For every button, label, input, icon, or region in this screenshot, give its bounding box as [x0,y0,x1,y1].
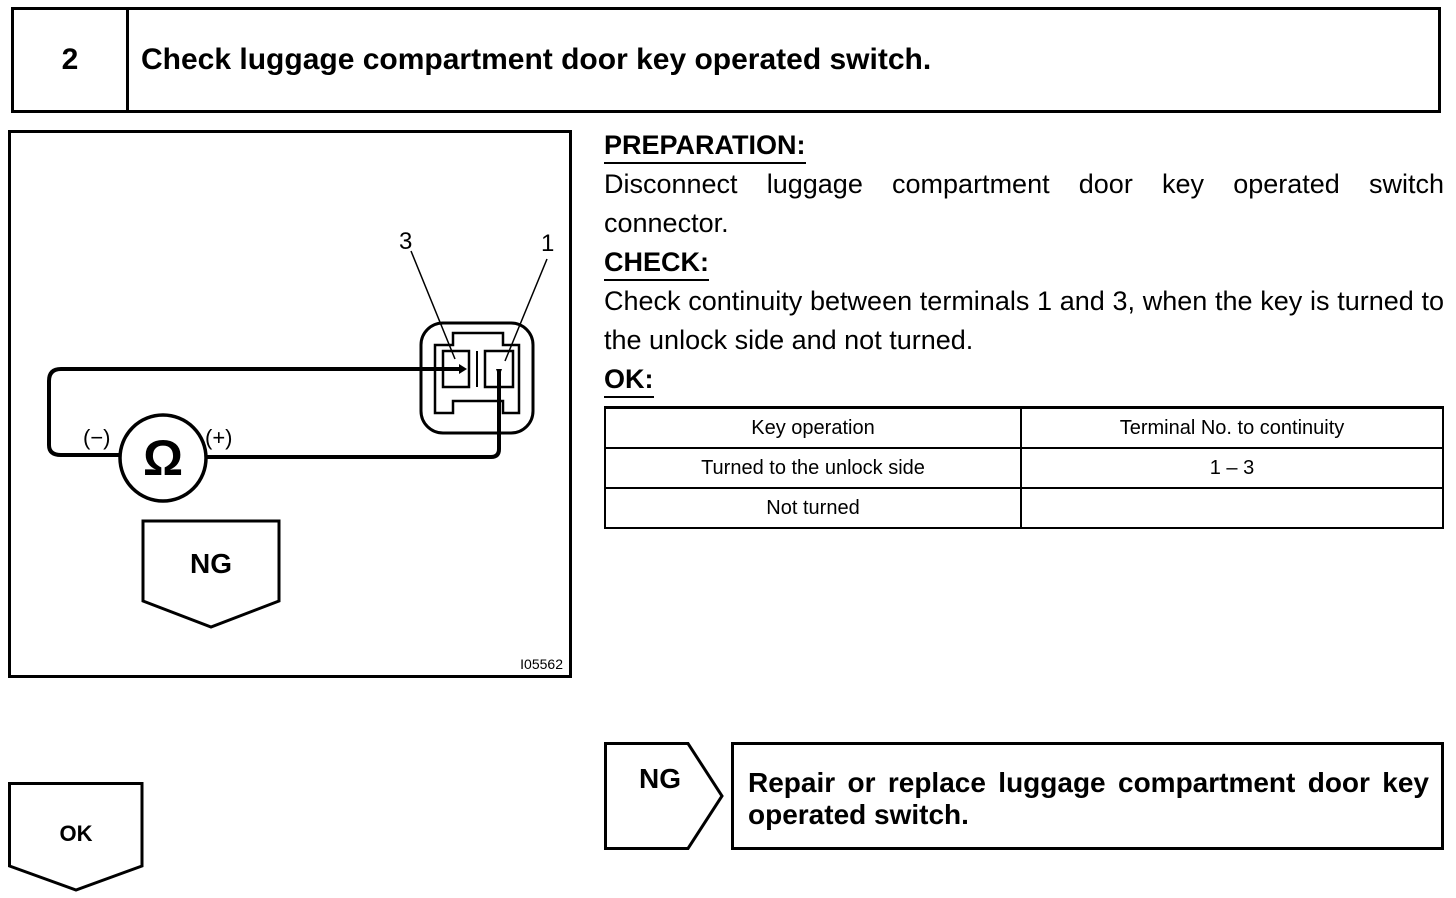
connector-cavity [433,331,521,415]
table-cell: Turned to the unlock side [604,447,1022,489]
check-heading: CHECK: [604,245,709,281]
step-title: Check luggage compartment door key opera… [141,43,932,76]
preparation-heading: PREPARATION: [604,128,806,164]
table-cell: Not turned [604,487,1022,529]
leader-line-1 [504,258,548,362]
step-header: 2 Check luggage compartment door key ope… [11,7,1441,113]
wiring-diagram: Ω (−) (+) 3 1 NG I05562 [47,228,563,672]
connector-diagram: Ω (−) (+) 3 1 NG I05562 [8,130,572,678]
preparation-text: Disconnect luggage compartment door key … [604,169,1444,238]
ok-result-label: OK [59,821,93,846]
table-header-cell: Terminal No. to continuity [1020,406,1444,449]
pos-label: (+) [205,425,233,450]
connector-housing [419,321,535,435]
table-cell: 1 – 3 [1020,447,1444,489]
table-row: Turned to the unlock side 1 – 3 [604,447,1444,489]
neg-label: (−) [83,425,111,450]
diagram-ng-label: NG [190,548,232,579]
terminal-label-1: 1 [541,230,554,257]
positive-lead [207,369,501,459]
ok-arrow-shape [8,782,144,892]
leader-line-3 [410,250,456,360]
meter-symbol: Ω [143,430,183,486]
instructions: PREPARATION: Disconnect luggage compartm… [604,126,1444,399]
table-header-row: Key operation Terminal No. to continuity [604,406,1444,449]
ohmmeter [118,413,208,503]
figure-id: I05562 [520,656,563,672]
ng-result-label: NG [639,763,681,794]
diagram-ng-tag [141,519,281,629]
ok-condition-table: Key operation Terminal No. to continuity… [604,406,1444,529]
terminal-label-3: 3 [399,228,412,255]
table-cell [1020,487,1444,529]
table-header-cell: Key operation [604,406,1022,449]
table-row: Not turned [604,487,1444,529]
negative-lead [47,367,459,457]
step-number: 2 [14,10,129,110]
ok-heading: OK: [604,362,654,398]
check-text: Check continuity between terminals 1 and… [604,286,1444,355]
ng-arrow-shape [604,742,724,850]
ng-result-text: Repair or replace luggage compartment do… [731,742,1444,850]
